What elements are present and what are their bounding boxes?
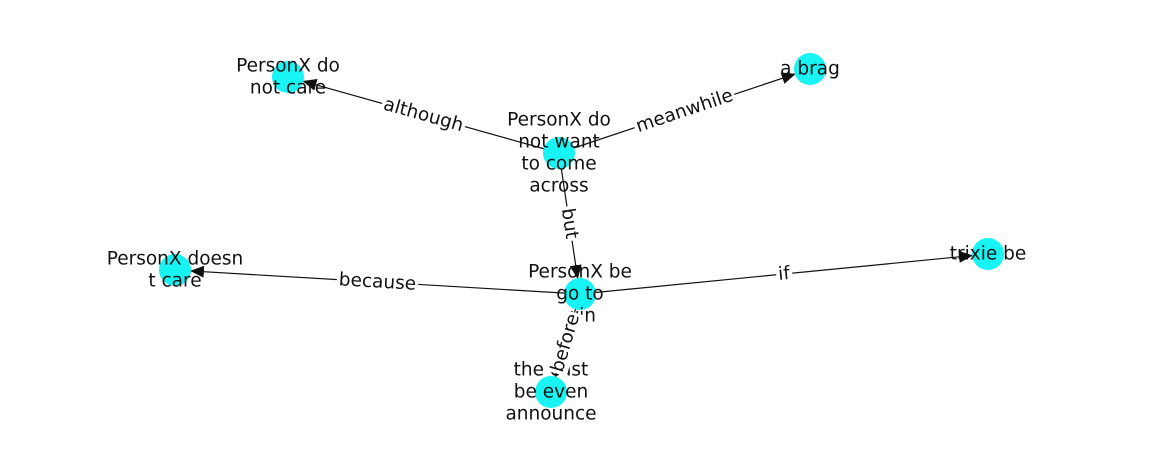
edge-label: because [338, 269, 416, 295]
node-label-line: trixie be [950, 244, 1026, 265]
node-label-line: go to [556, 284, 604, 305]
node-doesnt[interactable] [159, 254, 191, 286]
edge-label-background [379, 93, 468, 137]
node-label-line: PersonX be [528, 262, 632, 283]
node-label: trixie be [950, 244, 1026, 265]
node-label-line: PersonX do [236, 56, 340, 77]
node-label-line: not care [250, 78, 326, 99]
node-label-line: to come [521, 154, 596, 175]
node-win[interactable] [564, 278, 596, 310]
edge-label-background [775, 262, 794, 286]
edge-label-group: if [775, 262, 794, 286]
edge-label: meanwhile [633, 85, 735, 137]
node-label-line: t care [148, 271, 201, 292]
edge-label: although [381, 94, 466, 136]
edge-label-group: although [379, 93, 468, 137]
node-brag[interactable] [794, 53, 826, 85]
node-label: a brag [780, 59, 840, 80]
edge-label-group: because [336, 269, 419, 295]
node-label-line: be even [514, 382, 588, 403]
node-label-line: a brag [780, 59, 840, 80]
node-label-line: not want [518, 132, 600, 153]
node-label-line: PersonX do [507, 110, 611, 131]
edge-if [579, 250, 974, 295]
edge-label-group: but [556, 204, 583, 243]
edge-label-background [336, 269, 419, 295]
node-trixie[interactable] [972, 238, 1004, 270]
node-care[interactable] [272, 61, 304, 93]
node-label-line: PersonX doesn [107, 249, 244, 270]
edge-label-group: meanwhile [631, 84, 738, 138]
node-label-line: announce [505, 404, 596, 425]
edge-label: if [777, 263, 791, 285]
node-cast[interactable] [535, 376, 567, 408]
nodes-layer [159, 53, 1004, 408]
edge-label-background [556, 204, 583, 243]
node-center[interactable] [543, 137, 575, 169]
edge-label: but [557, 207, 582, 240]
edge-label-background [631, 84, 738, 138]
edge-label-background [546, 309, 585, 377]
node-label-line: across [529, 176, 588, 197]
